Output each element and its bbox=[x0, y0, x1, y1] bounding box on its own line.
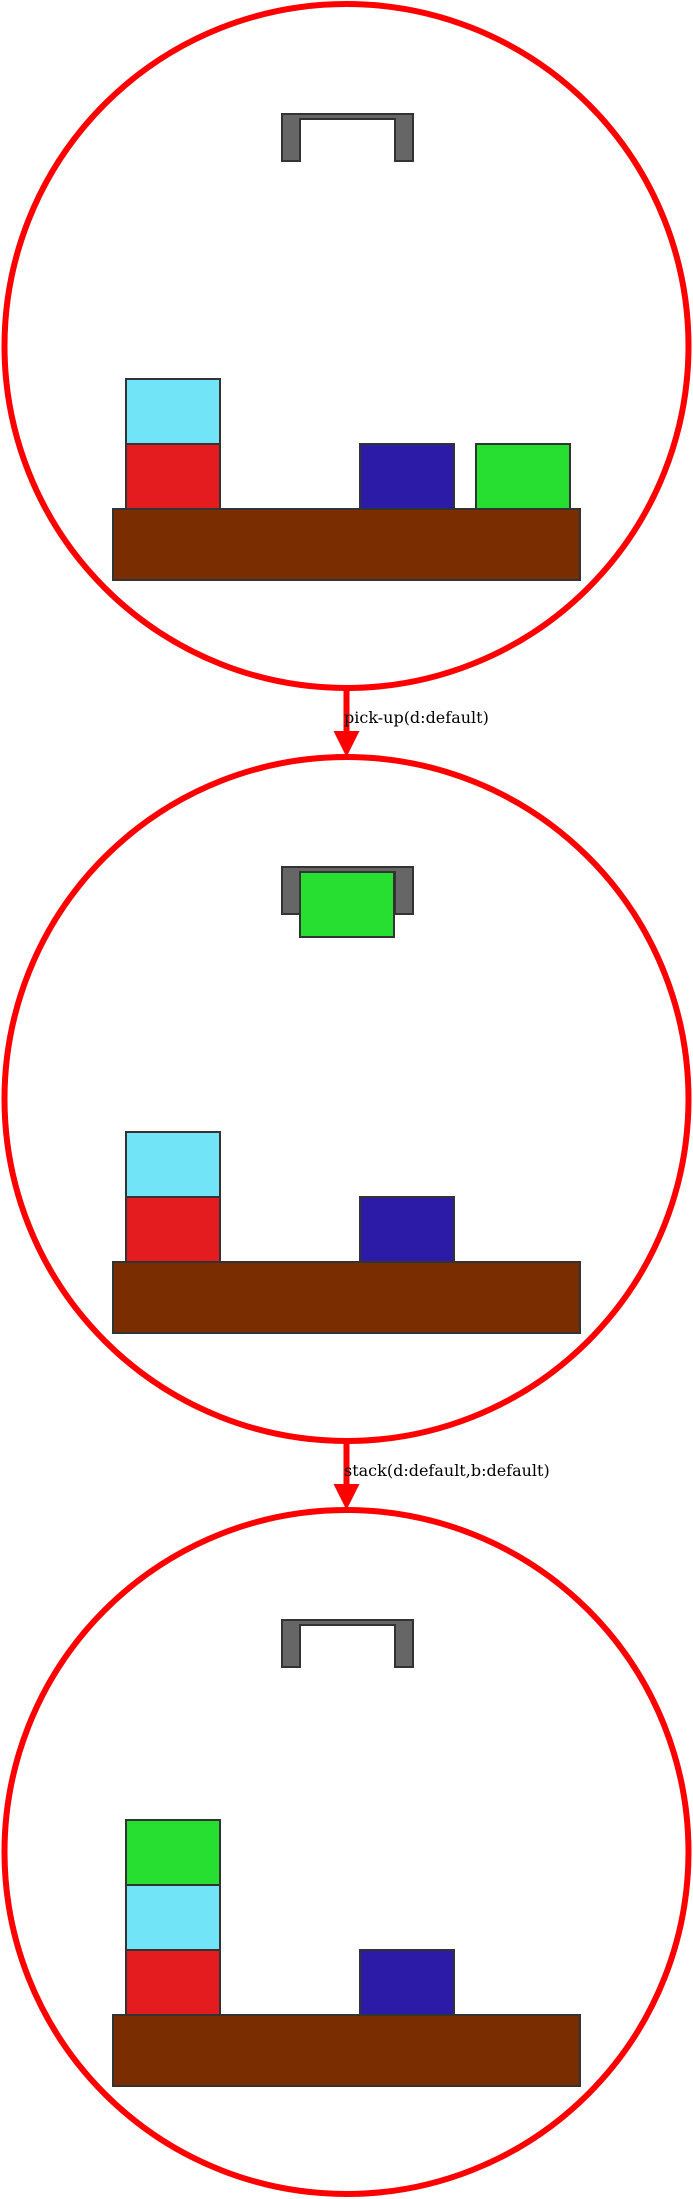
block-b bbox=[125, 1131, 221, 1198]
transition-1: pick-up(d:default) bbox=[333, 688, 489, 757]
block-d bbox=[475, 443, 571, 510]
table bbox=[112, 2014, 581, 2087]
action-label: stack(d:default,b:default) bbox=[344, 1461, 550, 1480]
state-ring bbox=[1, 754, 692, 1444]
table bbox=[112, 508, 581, 581]
transition-2: stack(d:default,b:default) bbox=[333, 1441, 550, 1510]
state-ring bbox=[1, 1, 692, 691]
transitions-layer: pick-up(d:default) stack(d:default,b:defa… bbox=[333, 688, 550, 1510]
transition-arrowhead bbox=[333, 731, 360, 757]
block-b bbox=[125, 378, 221, 445]
state-3 bbox=[1, 1507, 692, 2197]
gripper bbox=[281, 113, 414, 162]
held-block-d bbox=[299, 871, 395, 938]
block-b bbox=[125, 1884, 221, 1951]
block-c bbox=[359, 1949, 455, 2016]
block-d bbox=[125, 1819, 221, 1886]
state-ring bbox=[1, 1507, 692, 2197]
gripper bbox=[281, 1619, 414, 1668]
block-a bbox=[125, 1196, 221, 1263]
state-2 bbox=[1, 754, 692, 1444]
block-c bbox=[359, 443, 455, 510]
block-a bbox=[125, 1949, 221, 2016]
state-1 bbox=[1, 1, 692, 691]
table bbox=[112, 1261, 581, 1334]
transition-arrowhead bbox=[333, 1484, 360, 1510]
block-a bbox=[125, 443, 221, 510]
block-c bbox=[359, 1196, 455, 1263]
action-label: pick-up(d:default) bbox=[344, 708, 489, 727]
